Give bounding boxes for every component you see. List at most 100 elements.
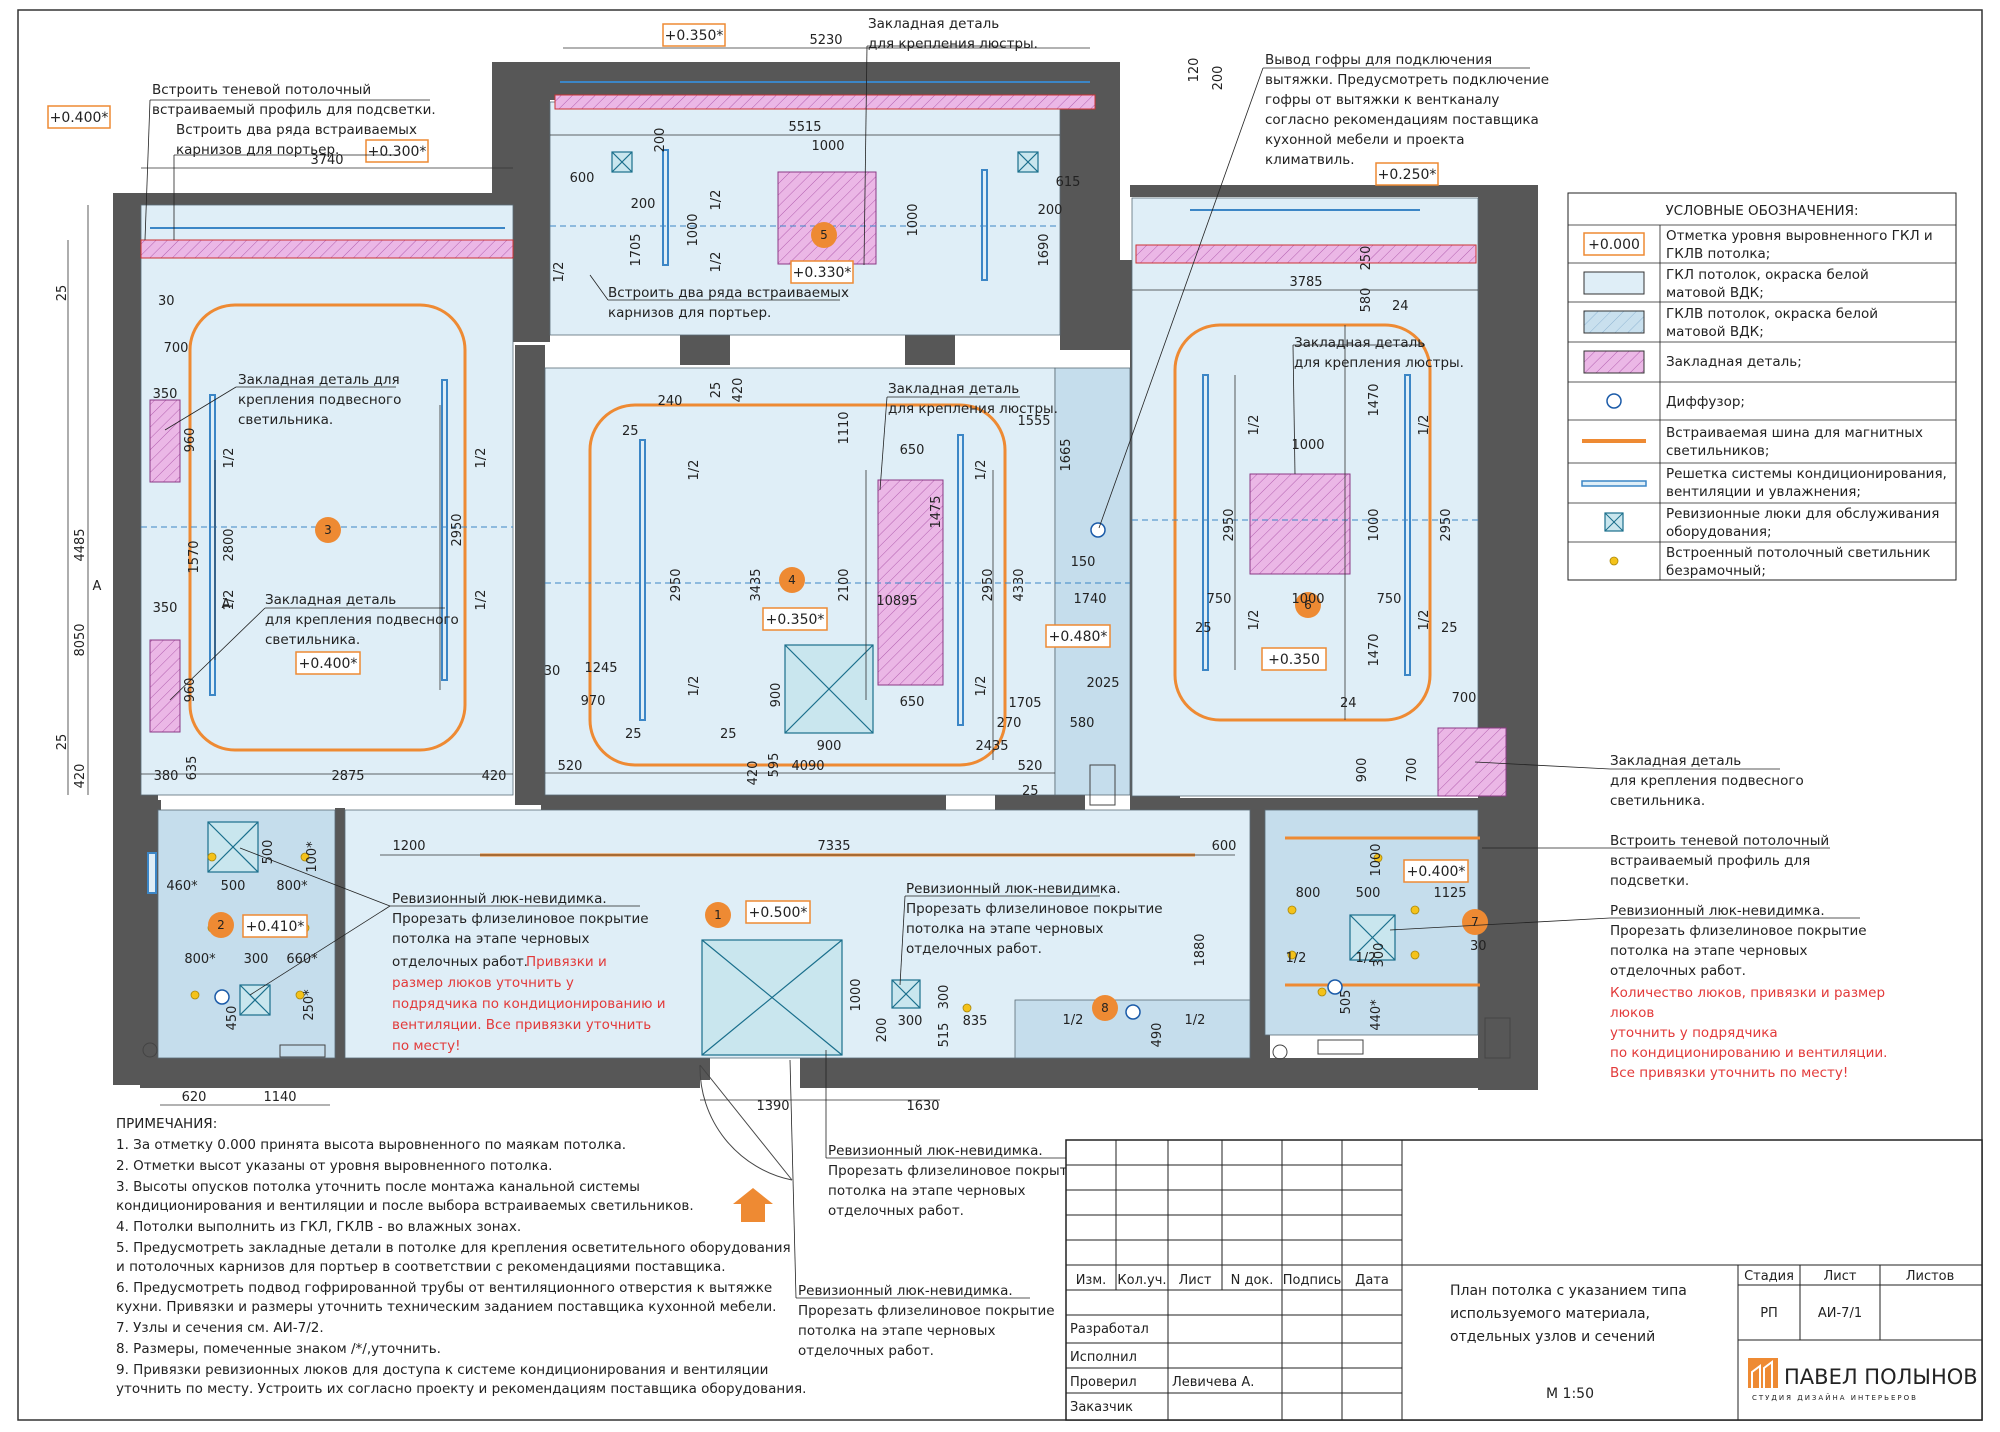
svg-text:1/2: 1/2: [1185, 1013, 1206, 1028]
svg-text:и потолочных карнизов для порт: и потолочных карнизов для портьер в соот…: [116, 1259, 726, 1275]
level-0410: +0.410*: [246, 919, 305, 935]
svg-text:2435: 2435: [975, 739, 1008, 754]
svg-text:700: 700: [1452, 691, 1477, 706]
svg-text:10895: 10895: [876, 594, 917, 609]
svg-text:Ревизионный люк-невидимка.: Ревизионный люк-невидимка.: [906, 881, 1121, 897]
svg-text:420: 420: [746, 761, 761, 786]
svg-text:800*: 800*: [184, 952, 216, 967]
svg-text:520: 520: [1018, 759, 1043, 774]
svg-text:Проверил: Проверил: [1070, 1375, 1137, 1390]
svg-text:1/2: 1/2: [687, 676, 702, 697]
room-number-6: 6: [1304, 598, 1312, 612]
svg-text:1630: 1630: [906, 1099, 939, 1114]
svg-text:кухни. Привязки и размеры уточ: кухни. Привязки и размеры уточнить техни…: [116, 1299, 776, 1315]
room-number-4: 4: [788, 573, 796, 587]
level-0480: +0.480*: [1049, 629, 1108, 645]
svg-text:Диффузор;: Диффузор;: [1666, 394, 1745, 410]
svg-text:ГКЛВ потолка;: ГКЛВ потолка;: [1666, 246, 1770, 262]
svg-text:Изм.: Изм.: [1076, 1273, 1107, 1288]
svg-text:350: 350: [153, 601, 178, 616]
svg-text:1/2: 1/2: [1417, 415, 1432, 436]
svg-text:25: 25: [1441, 621, 1458, 636]
svg-text:светильника.: светильника.: [1610, 793, 1705, 809]
svg-text:1000: 1000: [1367, 508, 1382, 541]
svg-text:отдельных узлов и сечений: отдельных узлов и сечений: [1450, 1329, 1655, 1345]
svg-text:уточнить у подрядчика: уточнить у подрядчика: [1610, 1025, 1778, 1041]
svg-text:250: 250: [1359, 246, 1374, 271]
svg-text:900: 900: [769, 683, 784, 708]
svg-text:800*: 800*: [276, 879, 308, 894]
ceiling-gkl: [140, 101, 1479, 1059]
svg-text:отделочных работ.: отделочных работ.: [392, 954, 528, 970]
svg-text:1/2: 1/2: [709, 252, 724, 273]
svg-text:8050: 8050: [73, 623, 88, 656]
svg-text:светильников;: светильников;: [1666, 443, 1769, 459]
svg-text:размер люков уточнить у: размер люков уточнить у: [392, 975, 574, 991]
svg-text:420: 420: [73, 764, 88, 789]
svg-text:1000: 1000: [1369, 843, 1384, 876]
svg-text:1000: 1000: [811, 139, 844, 154]
svg-text:матовой ВДК;: матовой ВДК;: [1666, 285, 1764, 301]
svg-text:1/2: 1/2: [1063, 1013, 1084, 1028]
svg-text:РП: РП: [1760, 1306, 1778, 1321]
svg-text:6. Предусмотреть подвод: 6. Предусмотреть подвод гофрированной тр…: [116, 1280, 772, 1296]
room-number-7: 7: [1471, 915, 1479, 929]
embedded-parts: [149, 171, 1507, 797]
svg-text:Закладная деталь: Закладная деталь: [888, 381, 1019, 397]
svg-text:5230: 5230: [809, 33, 842, 48]
svg-text:N док.: N док.: [1231, 1273, 1274, 1288]
svg-text:Встроить теневой потолочный: Встроить теневой потолочный: [152, 82, 371, 98]
svg-text:500: 500: [221, 879, 246, 894]
checker-name: Левичева А.: [1172, 1375, 1254, 1390]
svg-text:Встроить два ряда встраиваемых: Встроить два ряда встраиваемых: [608, 285, 849, 301]
svg-text:1390: 1390: [756, 1099, 789, 1114]
hatch-room4: [784, 644, 874, 734]
svg-text:Стадия: Стадия: [1744, 1269, 1794, 1284]
svg-text:615: 615: [1056, 175, 1081, 190]
window-lines: [150, 81, 1420, 229]
svg-text:2. Отметки высот указан: 2. Отметки высот указаны от уровня выров…: [116, 1158, 552, 1174]
scale: М 1:50: [1546, 1386, 1594, 1402]
svg-text:матовой ВДК;: матовой ВДК;: [1666, 324, 1764, 340]
svg-text:Закладная деталь;: Закладная деталь;: [1666, 354, 1802, 370]
svg-text:Закладная деталь: Закладная деталь: [1294, 335, 1425, 351]
svg-text:отделочных работ.: отделочных работ.: [798, 1343, 934, 1359]
svg-text:Вывод гофры для подключения: Вывод гофры для подключения: [1265, 52, 1492, 68]
svg-text:1/2: 1/2: [1417, 610, 1432, 631]
level-0300: +0.300*: [368, 144, 427, 160]
level-0500: +0.500*: [749, 905, 808, 921]
svg-text:3435: 3435: [749, 568, 764, 601]
dimension-lines: [67, 47, 1478, 1106]
svg-text:1/2: 1/2: [474, 448, 489, 469]
svg-text:потолка на этапе черновых: потолка на этапе черновых: [392, 931, 589, 947]
svg-text:100*: 100*: [305, 841, 320, 873]
svg-text:4090: 4090: [791, 759, 824, 774]
level-marks: +0.350* +0.400* +0.300* +0.330* +0.250* …: [47, 23, 1469, 938]
svg-text:Подпись: Подпись: [1283, 1273, 1341, 1288]
svg-text:климатвиль.: климатвиль.: [1265, 152, 1354, 168]
svg-text:1000: 1000: [906, 203, 921, 236]
svg-text:25: 25: [1022, 784, 1039, 799]
svg-text:750: 750: [1207, 592, 1232, 607]
svg-text:440*: 440*: [1369, 999, 1384, 1031]
svg-text:Кол.уч.: Кол.уч.: [1117, 1273, 1166, 1288]
svg-text:1705: 1705: [1008, 696, 1041, 711]
room-number-2: 2: [217, 918, 225, 932]
svg-text:25: 25: [55, 734, 70, 751]
room-number-8: 8: [1101, 1001, 1109, 1015]
diffusers: [214, 522, 1343, 1020]
svg-text:25: 25: [625, 727, 642, 742]
svg-text:200: 200: [631, 197, 656, 212]
svg-text:встраиваемый профиль для: встраиваемый профиль для: [1610, 853, 1810, 869]
svg-text:подсветки.: подсветки.: [1610, 873, 1689, 889]
svg-text:380: 380: [154, 769, 179, 784]
svg-text:520: 520: [558, 759, 583, 774]
svg-text:1125: 1125: [1433, 886, 1466, 901]
svg-text:отделочных работ.: отделочных работ.: [1610, 963, 1746, 979]
svg-text:200: 200: [875, 1018, 890, 1043]
svg-text:для крепления люстры.: для крепления люстры.: [1294, 355, 1464, 371]
svg-text:150: 150: [1071, 555, 1096, 570]
svg-text:3740: 3740: [310, 153, 343, 168]
svg-text:Количество люков, привязки и р: Количество люков, привязки и размер: [1610, 985, 1885, 1001]
svg-text:1200: 1200: [392, 839, 425, 854]
